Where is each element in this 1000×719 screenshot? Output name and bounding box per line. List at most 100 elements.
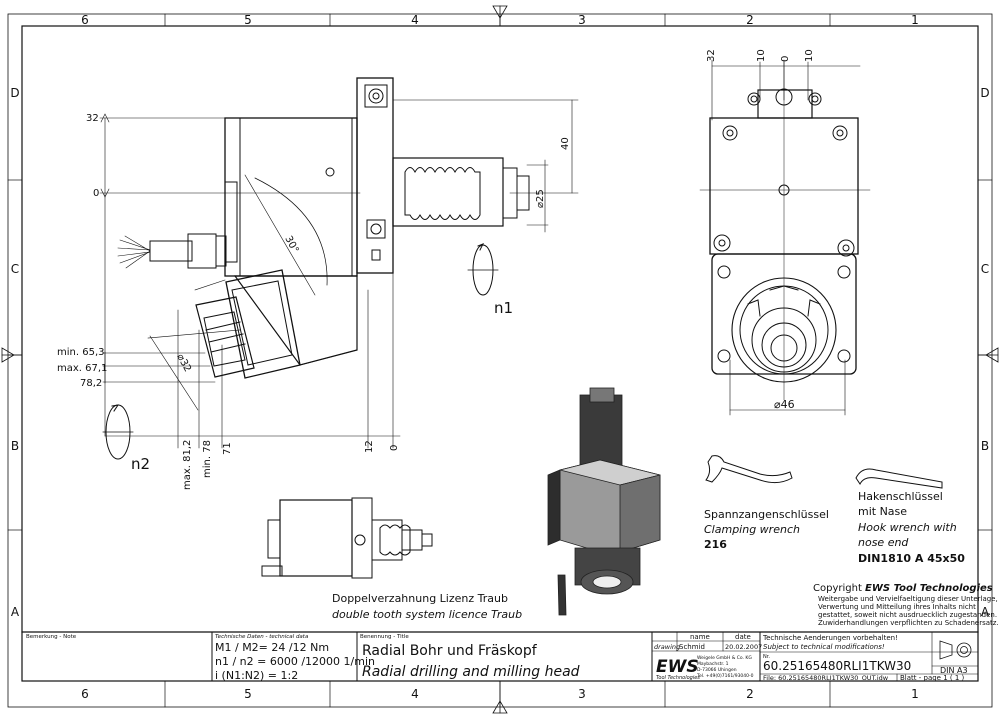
col-label: 1 [911, 13, 919, 27]
clamp-wrench-no: 216 [704, 538, 727, 551]
title-de: Radial Bohr und Fräskopf [362, 643, 538, 659]
title-label: Benennung - Title [360, 634, 409, 640]
copyright-brand: EWS Tool Technologies [865, 583, 993, 594]
dim-label: 32 [86, 113, 99, 124]
copyright-prefix: Copyright [813, 583, 865, 594]
dim-label: ⌀32 [174, 352, 193, 374]
drawing-date: 20.02.2007 [725, 643, 762, 651]
changes-de: Technische Aenderungen vorbehalten! [762, 634, 898, 642]
dim-label: max. 67,1 [57, 363, 107, 374]
row-label: D [10, 86, 19, 100]
ratio-spec: i (N1:N2) = 1:2 [215, 669, 298, 682]
dim-label: 10 [756, 49, 767, 62]
double-tooth-en: double tooth system licence Traub [332, 608, 522, 621]
tech-data-label: Technische Daten - technical data [215, 634, 309, 640]
hook-wrench-en2: nose end [858, 536, 909, 549]
hook-wrench-drawing [855, 468, 943, 489]
side-view [99, 77, 579, 460]
dim-label: 40 [560, 137, 571, 150]
dim-label: max. 81,2 [182, 440, 193, 490]
dim-label: min. 65,3 [57, 347, 104, 358]
col-label: 2 [746, 13, 754, 27]
row-label: A [11, 605, 20, 619]
bottom-view [261, 497, 433, 579]
clamp-wrench-en: Clamping wrench [704, 523, 800, 536]
row-label: A [981, 605, 990, 619]
torque-spec: M1 / M2= 24 /12 Nm [215, 641, 329, 654]
sheet-number: Blatt - page 1 ( 1 ) [900, 674, 965, 682]
paper-size: DIN A3 [940, 666, 968, 675]
dim-label: 0 [93, 188, 99, 199]
drawing-name: Schmid [679, 643, 705, 651]
dim-label: 32 [706, 49, 717, 62]
address-line: Tel. +49(0)7161/93040-0 [696, 673, 754, 679]
changes-en: Subject to technical modifications! [763, 643, 885, 651]
col-label: 6 [81, 13, 89, 27]
iso-render [547, 387, 661, 616]
dim-label: 78,2 [80, 378, 102, 389]
clamp-wrench-de: Spannzangenschlüssel [704, 508, 829, 521]
copyright-line: Weitergabe und Vervielfaeltigung dieser … [818, 595, 998, 603]
frame-labels: 6 5 4 3 2 1 6 5 4 3 2 1 D C B A D C B A [10, 13, 990, 701]
col-label: 5 [244, 13, 252, 27]
angle-label: 30° [282, 234, 300, 255]
file-name: File: 60.25165480RLI1TKW30_OUT.idw [763, 674, 889, 682]
col-name-header: name [690, 633, 710, 641]
nr-label: Nr. [763, 654, 770, 660]
rotation-label: n2 [131, 455, 150, 473]
double-tooth-de: Doppelverzahnung Lizenz Traub [332, 592, 508, 605]
address-line: Weigele GmbH & Co. KG [697, 655, 752, 661]
speed-spec: n1 / n2 = 6000 /12000 1/min [215, 655, 375, 668]
col-label: 3 [578, 13, 586, 27]
row-label: B [11, 439, 19, 453]
front-view-labels: 32 10 0 10 ⌀46 [706, 49, 815, 411]
hook-wrench-en1: Hook wrench with [858, 521, 957, 534]
ews-logo-sub: Tool Technologies [656, 675, 700, 681]
dim-label: ⌀25 [535, 189, 546, 208]
dim-label: 12 [364, 440, 375, 453]
rotation-label: n1 [494, 299, 513, 317]
side-view-labels: 32 0 40 ⌀25 30° ⌀32 min. 65,3 max. 67,1 … [57, 113, 571, 490]
wrench-labels: Spannzangenschlüssel Clamping wrench 216… [704, 490, 965, 565]
row-label: C [11, 262, 19, 276]
drawing-number: 60.25165480RLI1TKW30 [763, 659, 911, 673]
double-tooth-labels: Doppelverzahnung Lizenz Traub double too… [332, 592, 522, 621]
copyright-line: Zuwiderhandlungen verpflichten zu Schade… [818, 619, 999, 627]
dim-label: 10 [804, 49, 815, 62]
hook-wrench-de1: Hakenschlüssel [858, 490, 943, 503]
row-drawing-label: drawing [654, 643, 680, 651]
dim-label: ⌀46 [774, 398, 795, 411]
dim-label: min. 78 [202, 440, 213, 478]
row-label: C [981, 262, 989, 276]
title-en: Radial drilling and milling head [362, 664, 580, 680]
title-block-text: Bemerkung - Note Technische Daten - tech… [26, 633, 968, 682]
dim-label: 0 [389, 445, 400, 451]
row-label: B [981, 439, 989, 453]
copyright-line: gestattet, soweit nicht ausdruecklich zu… [818, 611, 997, 619]
dim-label: 0 [780, 56, 791, 62]
copyright-block: Copyright EWS Tool Technologies Weiterga… [813, 583, 999, 627]
clamping-wrench-drawing [705, 455, 793, 484]
front-view [699, 59, 871, 416]
drawing-frame [1, 5, 999, 714]
col-date-header: date [735, 633, 751, 641]
address-line: D-73066 Uhingen [697, 667, 737, 673]
col-label: 4 [411, 687, 419, 701]
title-block-lines [21, 631, 979, 682]
col-label: 6 [81, 687, 89, 701]
col-label: 2 [746, 687, 754, 701]
remarks-label: Bemerkung - Note [26, 634, 77, 640]
col-label: 4 [411, 13, 419, 27]
col-label: 3 [578, 687, 586, 701]
hook-wrench-no: DIN1810 A 45x50 [858, 552, 965, 565]
hook-wrench-de2: mit Nase [858, 505, 907, 518]
address-line: Maybachstr. 1 [697, 661, 729, 667]
ews-logo: EWS [656, 657, 699, 677]
col-label: 1 [911, 687, 919, 701]
dim-label: 71 [222, 442, 233, 455]
row-label: D [980, 86, 989, 100]
copyright-line: Verwertung und Mitteilung ihres Inhalts … [818, 603, 976, 611]
svg-text:Copyright EWS Tool Technologie: Copyright EWS Tool Technologies [813, 583, 993, 594]
col-label: 5 [244, 687, 252, 701]
